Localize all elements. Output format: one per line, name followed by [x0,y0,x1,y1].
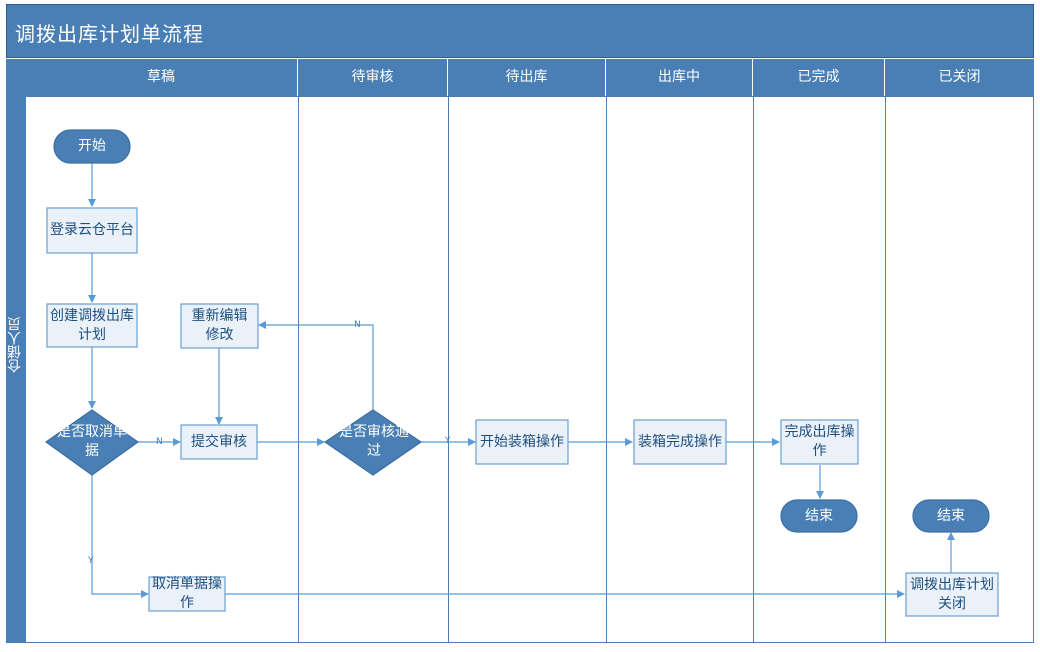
edge-auditq-reedit [258,321,374,410]
actor-bar [6,59,25,643]
cancelop-label: 取消单据操作 [152,576,222,611]
close-label: 调拨出库计划关闭 [910,576,994,612]
edge-label-audit-no: N [354,320,361,330]
lane-header-closed: 已关闭 [885,59,1034,96]
lane-header-pending-outbound: 待出库 [448,59,606,96]
packdone-label: 装箱完成操作 [638,433,722,450]
audit-decision-label: 是否审核通过 [339,424,409,459]
lane-header-completed: 已完成 [753,59,885,96]
title-bar: 调拨出库计划单流程 [6,4,1034,58]
finish-box [780,419,859,465]
login-label: 登录云仓平台 [50,222,134,238]
end-label-2: 结束 [937,507,965,524]
close-box [905,572,999,617]
finish-label: 完成出库操作 [784,424,855,459]
packing-label: 开始装箱操作 [480,433,564,450]
audit-decision [323,409,423,476]
create-box [46,303,138,348]
reedit-box [180,303,259,349]
lane-outer-border [25,96,1034,643]
end-node-1 [780,499,858,533]
login-box [46,207,138,254]
reedit-label: 重新编辑修改 [191,308,248,343]
end-label-1: 结束 [805,507,833,524]
lane-header-outbound: 出库中 [606,59,753,96]
create-label: 创建调拨出库计划 [50,307,134,343]
edge-label-audit-yes: Y [445,436,451,446]
cancel-decision [44,409,140,476]
cancelop-box [148,576,226,612]
edge-cancelq-cancelop [91,475,149,598]
lane-grid [25,59,1034,643]
start-label: 开始 [78,138,106,154]
lane-header-pending-review: 待审核 [298,59,448,96]
submit-box [180,424,258,460]
cancel-decision-label: 是否取消单据 [57,424,127,459]
packing-box [475,419,569,465]
diagram-title: 调拨出库计划单流程 [15,22,204,46]
lane-header-draft: 草稿 [25,59,298,96]
end-node-2 [912,499,990,533]
edge-label-cancel-yes: Y [88,556,94,566]
start-node [53,129,131,164]
submit-label: 提交审核 [191,433,247,450]
packdone-box [633,419,727,465]
edge-label-cancel-no: N [156,437,163,447]
